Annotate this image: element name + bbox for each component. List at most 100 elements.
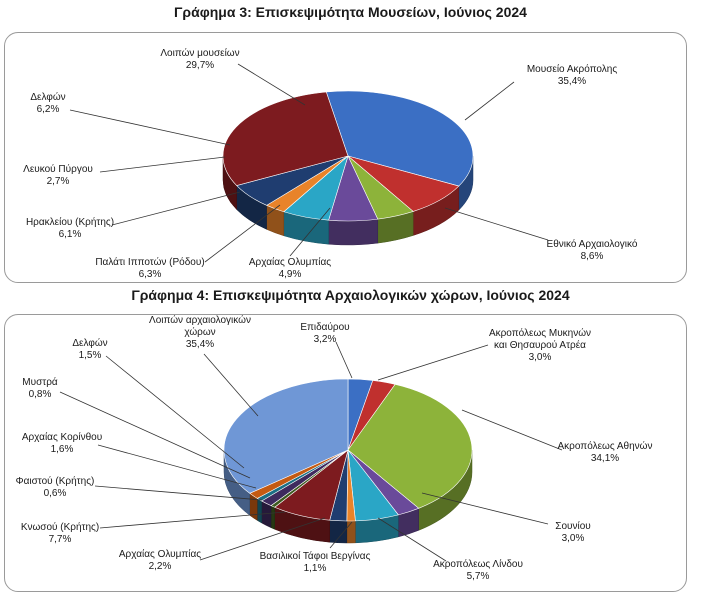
slice-name-label: Εθνικό Αρχαιολογικό — [547, 238, 638, 250]
slice-value-label: 6,3% — [139, 269, 162, 280]
slice-value-label: 7,7% — [49, 534, 72, 545]
pie-3-leader-line-0 — [464, 81, 515, 121]
pie-4-leader-line-2 — [461, 409, 563, 451]
slice-value-label: 3,2% — [314, 334, 337, 345]
chart-3-title: Γράφημα 3: Επισκεψιμότητα Μουσείων, Ιούν… — [174, 4, 527, 20]
pie-4-leader-line-7 — [99, 511, 286, 529]
slice-name-label: Ακροπόλεως Μυκηνών — [489, 327, 591, 339]
slice-name-label: Μυστρά — [22, 376, 58, 388]
pie-3-side-slice-3 — [328, 218, 379, 246]
pie-3-leader-line-4 — [111, 191, 241, 226]
pie-3-leader-line-6 — [69, 109, 231, 146]
slice-value-label: 3,0% — [529, 352, 552, 363]
pie-4-slice-12 — [223, 378, 349, 494]
slice-value-label: 29,7% — [186, 60, 214, 71]
slice-value-label: 6,1% — [59, 229, 82, 240]
slice-value-label: 2,7% — [47, 176, 70, 187]
slice-value-label: 1,5% — [79, 350, 102, 361]
slice-name-label: Παλάτι Ιπποτών (Ρόδου) — [95, 256, 204, 268]
pie-3-label-4: Ηρακλείου (Κρήτης)6,1% — [26, 216, 114, 240]
pie-4-leader-line-12 — [203, 353, 259, 417]
slice-name-label: Μουσείο Ακρόπολης — [527, 63, 617, 75]
slice-value-label: 3,0% — [562, 533, 585, 544]
pie-4-slice-2 — [347, 383, 473, 509]
slice-value-label: 35,4% — [186, 339, 214, 350]
slice-name-label: χώρων — [184, 326, 215, 338]
slice-value-label: 0,6% — [44, 488, 67, 499]
pie-3-leader-lines — [69, 63, 549, 263]
slice-name-label: Δελφών — [30, 91, 65, 103]
slice-name-label: Δελφών — [72, 337, 107, 349]
slice-name-label: Ακροπόλεως Αθηνών — [558, 440, 653, 452]
pie-3-label-3: Παλάτι Ιπποτών (Ρόδου)6,3% — [95, 256, 204, 280]
pie-4-side-slice-8 — [270, 505, 275, 530]
slice-value-label: 35,4% — [558, 76, 586, 87]
pie-4-leader-line-11 — [105, 355, 245, 469]
slice-value-label: 1,1% — [304, 563, 327, 574]
pie-4-top — [223, 378, 473, 522]
chart-4-title: Γράφημα 4: Επισκεψιμότητα Αρχαιολογικών … — [131, 287, 570, 303]
slice-value-label: 8,6% — [581, 251, 604, 262]
pie-4-leader-lines — [59, 341, 563, 562]
slice-name-label: Λοιπών αρχαιολογικών — [149, 314, 251, 326]
pie-3-top — [222, 90, 474, 222]
pie-4-leader-line-3 — [421, 492, 549, 525]
pie-4-leader-line-6 — [199, 517, 326, 561]
pie-3-leader-line-5 — [99, 156, 226, 173]
slice-name-label: Αρχαίας Ολυμπίας — [249, 256, 331, 268]
slice-name-label: Σουνίου — [555, 520, 590, 532]
pie-4-label-7: Κνωσού (Κρήτης)7,7% — [21, 521, 99, 545]
pie-3-leader-line-3 — [204, 204, 281, 263]
pie-4-leader-line-1 — [377, 344, 489, 381]
slice-name-label: Βασιλικοί Τάφοι Βεργίνας — [260, 550, 371, 562]
slice-value-label: 4,9% — [279, 269, 302, 280]
slice-value-label: 2,2% — [149, 561, 172, 572]
slice-value-label: 34,1% — [591, 453, 619, 464]
pie-3-leader-line-7 — [237, 63, 306, 106]
slice-name-label: και Θησαυρού Ατρέα — [494, 339, 586, 351]
slice-name-label: Φαιστού (Κρήτης) — [16, 475, 95, 487]
slice-name-label: Αρχαίας Κορίνθου — [22, 431, 102, 443]
pie-4-leader-line-9 — [97, 444, 257, 489]
pie-4-leader-line-8 — [94, 485, 263, 501]
pie-4-leader-line-5 — [329, 521, 353, 549]
pie-3-slice-7 — [222, 91, 349, 186]
pie-4-side-slice-5 — [346, 520, 356, 544]
slice-name-label: Επιδαύρου — [300, 321, 349, 333]
slice-name-label: Κνωσού (Κρήτης) — [21, 521, 99, 533]
slice-name-label: Ακροπόλεως Λίνδου — [433, 558, 523, 570]
pie-3-slice-0 — [325, 90, 474, 187]
pie-4-leader-line-4 — [377, 517, 447, 562]
pie-4-side-slice-10 — [257, 497, 262, 524]
slice-value-label: 0,8% — [29, 389, 52, 400]
pie-3-leader-line-1 — [444, 207, 549, 241]
slice-value-label: 6,2% — [37, 104, 60, 115]
slice-value-label: 1,6% — [51, 444, 74, 455]
slice-name-label: Ηρακλείου (Κρήτης) — [26, 216, 114, 228]
slice-name-label: Λευκού Πύργου — [23, 163, 93, 175]
pie-4-leader-line-0 — [335, 341, 353, 379]
pie-4-label-8: Φαιστού (Κρήτης)0,6% — [16, 475, 95, 499]
slice-name-label: Λοιπών μουσείων — [160, 47, 239, 59]
